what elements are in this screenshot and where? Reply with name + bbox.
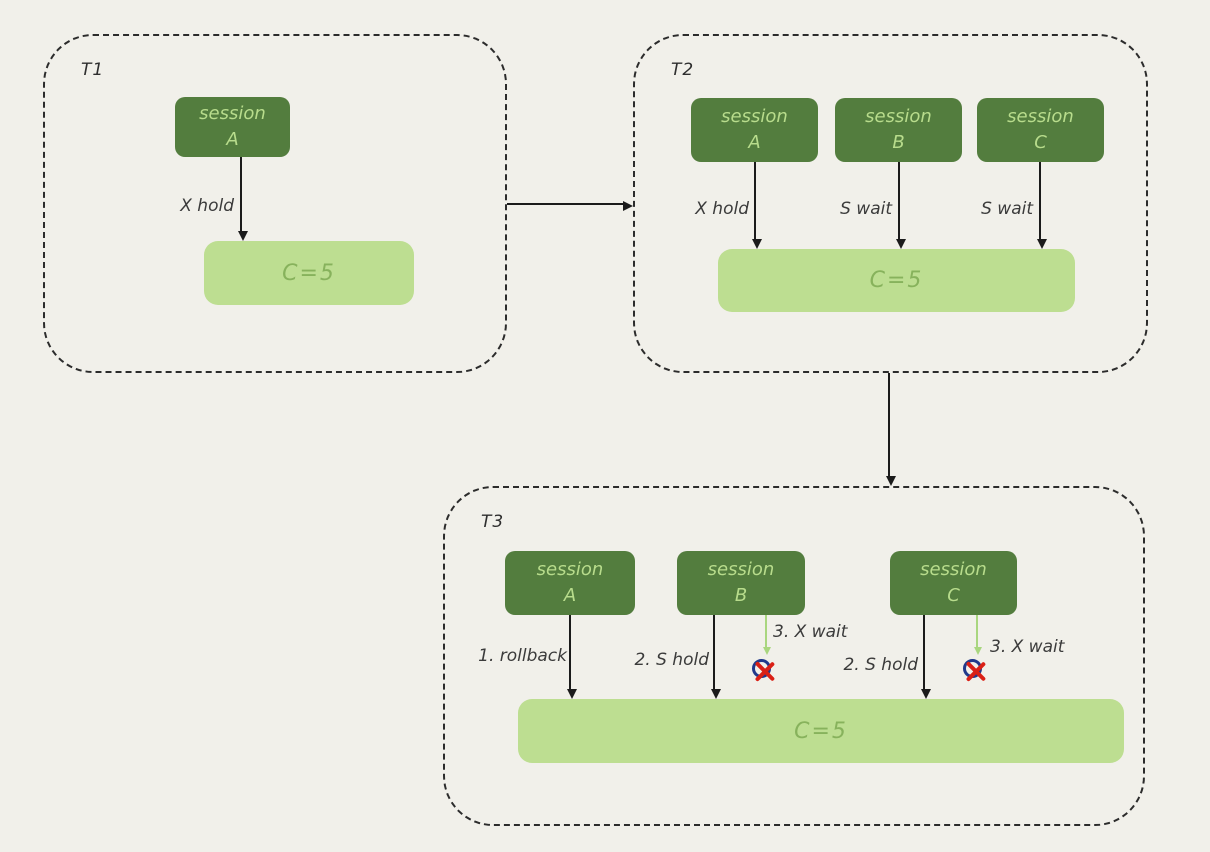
lock-arrow-a: [237, 157, 248, 241]
resource-box: C=5: [204, 241, 414, 305]
wait-label-b: 3. X wait: [773, 622, 848, 642]
wait-arrow-c: [974, 615, 982, 655]
lock-label-a: X hold: [695, 199, 749, 219]
session-c-box: session C: [890, 551, 1017, 615]
panel-t3-label: T3: [481, 512, 505, 532]
lock-arrow-b: [710, 615, 721, 699]
lock-label-a: X hold: [180, 196, 234, 216]
resource-box: C=5: [518, 699, 1124, 763]
session-c-box: session C: [977, 98, 1104, 162]
session-title: session: [707, 558, 775, 580]
session-title: session: [199, 102, 266, 124]
lock-label-c: S wait: [981, 199, 1033, 219]
panel-t2: T2 session A session B session C X hold …: [633, 34, 1148, 373]
session-b-box: session B: [677, 551, 805, 615]
session-a-box: session A: [505, 551, 635, 615]
resource-label: C=5: [869, 268, 924, 293]
panel-t3: T3 session A session B session C 1. roll…: [443, 486, 1145, 826]
panel-t1: T1 session A X hold C=5: [43, 34, 507, 373]
lock-label-c: 2. S hold: [843, 655, 918, 675]
panel-t2-label: T2: [671, 60, 695, 80]
lock-label-b: S wait: [840, 199, 892, 219]
wait-arrow-b: [763, 615, 771, 655]
session-name: C: [1034, 132, 1047, 153]
session-title: session: [536, 558, 604, 580]
session-title: session: [1007, 105, 1074, 127]
session-a-box: session A: [175, 97, 290, 157]
t1-to-t2-arrow: [507, 200, 633, 211]
lock-arrow-c: [1036, 162, 1047, 249]
blocked-icon-c: [963, 659, 982, 678]
session-name: B: [892, 132, 905, 153]
lock-arrow-c: [920, 615, 931, 699]
session-title: session: [721, 105, 788, 127]
resource-box: C=5: [718, 249, 1075, 312]
session-name: C: [947, 585, 960, 606]
lock-arrow-a: [751, 162, 762, 249]
session-title: session: [920, 558, 987, 580]
resource-label: C=5: [282, 260, 336, 286]
resource-label: C=5: [794, 718, 848, 744]
lock-arrow-b: [895, 162, 906, 249]
session-title: session: [865, 105, 932, 127]
session-name: A: [748, 132, 761, 153]
session-name: A: [226, 129, 239, 150]
panel-t1-label: T1: [81, 60, 105, 80]
rollback-arrow-a: [566, 615, 577, 699]
lock-label-b: 2. S hold: [634, 650, 709, 670]
session-name: B: [734, 585, 748, 606]
session-a-box: session A: [691, 98, 818, 162]
session-name: A: [563, 585, 577, 606]
wait-label-c: 3. X wait: [990, 637, 1065, 657]
t2-to-t3-arrow: [885, 373, 896, 486]
rollback-label-a: 1. rollback: [478, 646, 567, 666]
session-b-box: session B: [835, 98, 962, 162]
blocked-icon-b: [752, 659, 771, 678]
